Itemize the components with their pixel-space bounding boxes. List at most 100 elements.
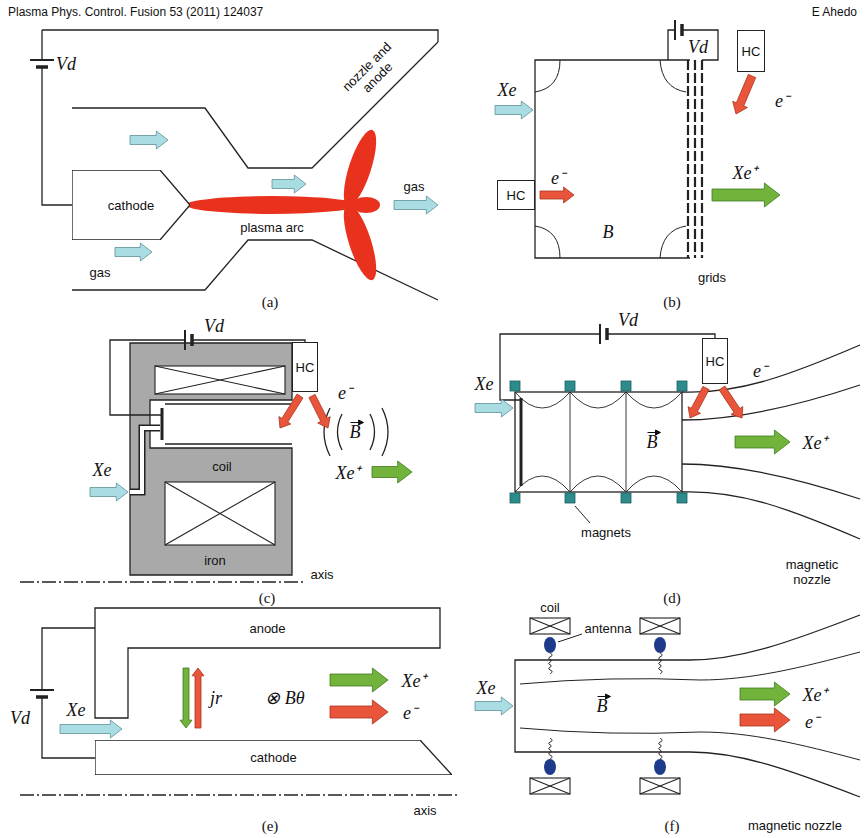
grid (701, 60, 703, 258)
battery-symbol (36, 65, 48, 69)
voltage-label: Vd (204, 316, 224, 337)
part-label: grids (698, 270, 726, 285)
species-label: Xe⁺ (402, 668, 427, 692)
tube-wall (515, 660, 690, 752)
running-header: Plasma Phys. Control. Fusion 53 (2011) 1… (8, 5, 263, 19)
species-label: Xe⁺ (803, 682, 828, 706)
panel-letter: (b) (663, 294, 681, 311)
gas-flow-arrow (130, 131, 168, 149)
magnetic-nozzle-line (690, 615, 860, 797)
species-label: e⁻ (775, 88, 789, 112)
part-name: HC (742, 44, 761, 59)
antenna-symbol (654, 637, 666, 653)
electron-arrow (309, 394, 330, 428)
coil-symbol (530, 778, 570, 794)
species-label: e⁻ (753, 358, 767, 382)
coil-symbol (640, 778, 680, 794)
battery-symbol (30, 689, 54, 691)
battery-symbol (674, 20, 676, 40)
coil-symbol (155, 366, 285, 394)
part-label: antenna (585, 621, 632, 636)
cathode-electrode: cathode (72, 170, 190, 240)
field-line (515, 392, 682, 492)
magnet-symbol (510, 493, 520, 503)
coil-symbol (640, 778, 680, 794)
leader-line (558, 634, 582, 642)
panel-letter: (d) (663, 590, 681, 607)
magnet-symbol (565, 493, 575, 503)
coil-symbol (530, 618, 570, 634)
helicon-thruster-drawing (515, 615, 860, 797)
hollow-cathode: HC (702, 338, 728, 384)
field-line (324, 408, 388, 456)
species-label: Xe⁺ (803, 430, 828, 454)
electron-arrow (733, 74, 756, 114)
magnet-symbol (565, 381, 575, 391)
antenna-symbol (544, 637, 556, 653)
anode-plate (520, 398, 523, 486)
battery-symbol (184, 330, 186, 350)
part-name: cathode (108, 198, 154, 213)
battery-symbol (30, 59, 54, 61)
cathode-electrode: cathode (95, 740, 452, 775)
panel-letter: (c) (259, 590, 276, 607)
species-label: Xe (498, 80, 517, 101)
wire (42, 628, 95, 758)
anode-electrode: anode (95, 608, 440, 648)
gas-flow-arrow (394, 196, 438, 214)
field-label: B (603, 222, 614, 243)
coil-symbol (155, 366, 285, 394)
battery-symbol (605, 328, 609, 340)
field-line (520, 652, 860, 760)
coil-symbol (155, 366, 285, 394)
battery-symbol (680, 24, 684, 36)
ion-arrow (712, 183, 780, 207)
panel-letter: (f) (665, 818, 680, 835)
magnet-symbol (677, 381, 687, 391)
part-label: coil (212, 459, 232, 474)
wire (500, 334, 715, 400)
anode-plate (161, 408, 164, 440)
gas-flow-arrow (475, 399, 513, 417)
gas-flow-arrow (495, 101, 533, 119)
antenna-symbol (549, 738, 553, 759)
hollow-cathode: HC (737, 30, 765, 72)
part-label: iron (204, 553, 226, 568)
gas-pipe (130, 428, 160, 492)
electron-arrow (540, 187, 574, 203)
electron-arrow (330, 700, 388, 724)
magnet-symbol (621, 493, 631, 503)
plasma-arc (352, 197, 380, 213)
part-name: HC (507, 188, 526, 203)
electron-arrow (279, 394, 303, 428)
coil-symbol (530, 778, 570, 794)
author-name: E Ahedo (812, 5, 857, 19)
electron-arrow (719, 386, 743, 418)
grid (687, 60, 689, 258)
species-label: Xe (477, 678, 496, 699)
coil-symbol (640, 618, 680, 634)
coil-symbol (640, 618, 680, 634)
plasma-arc (337, 127, 383, 210)
gas-pipe (130, 428, 160, 492)
ion-engine-drawing (535, 20, 718, 258)
current-label: jr (210, 688, 222, 709)
gas-flow-arrow (272, 175, 306, 193)
grid (688, 60, 702, 258)
species-label: Xe (67, 700, 86, 721)
magnet-symbol (510, 381, 520, 391)
anode-wall (72, 240, 438, 300)
species-label: e⁻ (805, 709, 819, 733)
species-label: Xe (475, 374, 494, 395)
part-name: cathode (250, 750, 296, 765)
iron-core (130, 343, 292, 575)
field-line (535, 60, 686, 258)
antenna-symbol (654, 759, 666, 775)
part-name: HC (296, 360, 315, 375)
antenna-symbol (549, 653, 553, 674)
ion-arrow (330, 668, 388, 692)
species-label: e⁻ (403, 700, 417, 724)
species-label: e⁻ (551, 165, 565, 189)
part-label: coil (540, 600, 560, 615)
